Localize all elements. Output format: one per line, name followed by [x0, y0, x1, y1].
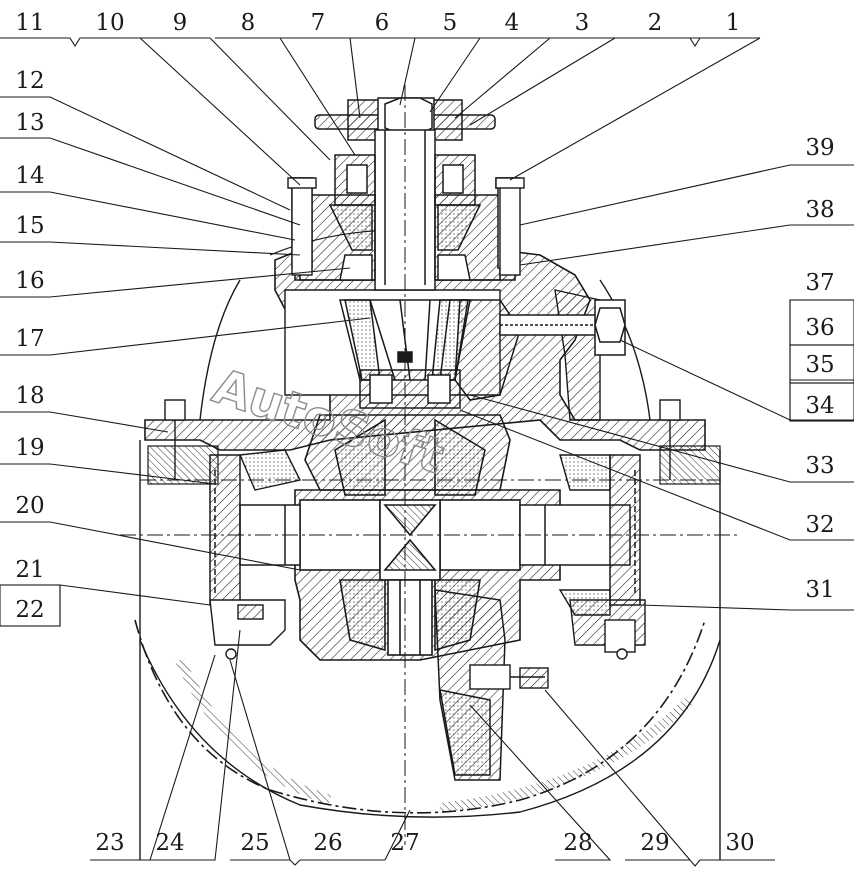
- callout-21: 21: [15, 557, 44, 583]
- callout-38: 38: [805, 197, 834, 223]
- callout-39: 39: [805, 135, 834, 161]
- callout-7: 7: [311, 10, 326, 36]
- callout-35: 35: [805, 352, 834, 378]
- callout-18: 18: [15, 383, 44, 409]
- callout-14: 14: [15, 163, 44, 189]
- callout-32: 32: [805, 512, 834, 538]
- callout-27: 27: [390, 830, 419, 856]
- callout-22: 22: [15, 597, 44, 623]
- callout-11: 11: [15, 10, 44, 36]
- callout-24: 24: [155, 830, 184, 856]
- callout-30: 30: [725, 830, 754, 856]
- callout-37: 37: [805, 270, 834, 296]
- callout-26: 26: [313, 830, 342, 856]
- callout-4: 4: [505, 10, 520, 36]
- callout-6: 6: [375, 10, 390, 36]
- callout-34: 34: [805, 393, 834, 419]
- callout-19: 19: [15, 435, 44, 461]
- callout-8: 8: [241, 10, 256, 36]
- callout-28: 28: [563, 830, 592, 856]
- callout-25: 25: [240, 830, 269, 856]
- callout-20: 20: [15, 493, 44, 519]
- callout-3: 3: [575, 10, 590, 36]
- callout-10: 10: [95, 10, 124, 36]
- callout-13: 13: [15, 110, 44, 136]
- callout-box: [789, 382, 854, 422]
- callout-12: 12: [15, 68, 44, 94]
- callout-23: 23: [95, 830, 124, 856]
- callout-29: 29: [640, 830, 669, 856]
- drive-pinion-gear: [339, 299, 471, 409]
- callout-box: [0, 584, 61, 627]
- axle-housing: [134, 229, 721, 860]
- callout-9: 9: [173, 10, 188, 36]
- callout-box-group: [0, 299, 854, 627]
- side-bearings: [209, 449, 646, 660]
- callout-2: 2: [648, 10, 663, 36]
- callout-31: 31: [805, 577, 834, 603]
- bolts: [164, 177, 681, 690]
- callout-33: 33: [805, 453, 834, 479]
- callout-16: 16: [15, 268, 44, 294]
- centre-lines: [120, 85, 740, 845]
- callout-15: 15: [15, 213, 44, 239]
- callout-36: 36: [805, 315, 834, 341]
- callout-1: 1: [726, 10, 741, 36]
- callout-17: 17: [15, 326, 44, 352]
- callout-5: 5: [443, 10, 458, 36]
